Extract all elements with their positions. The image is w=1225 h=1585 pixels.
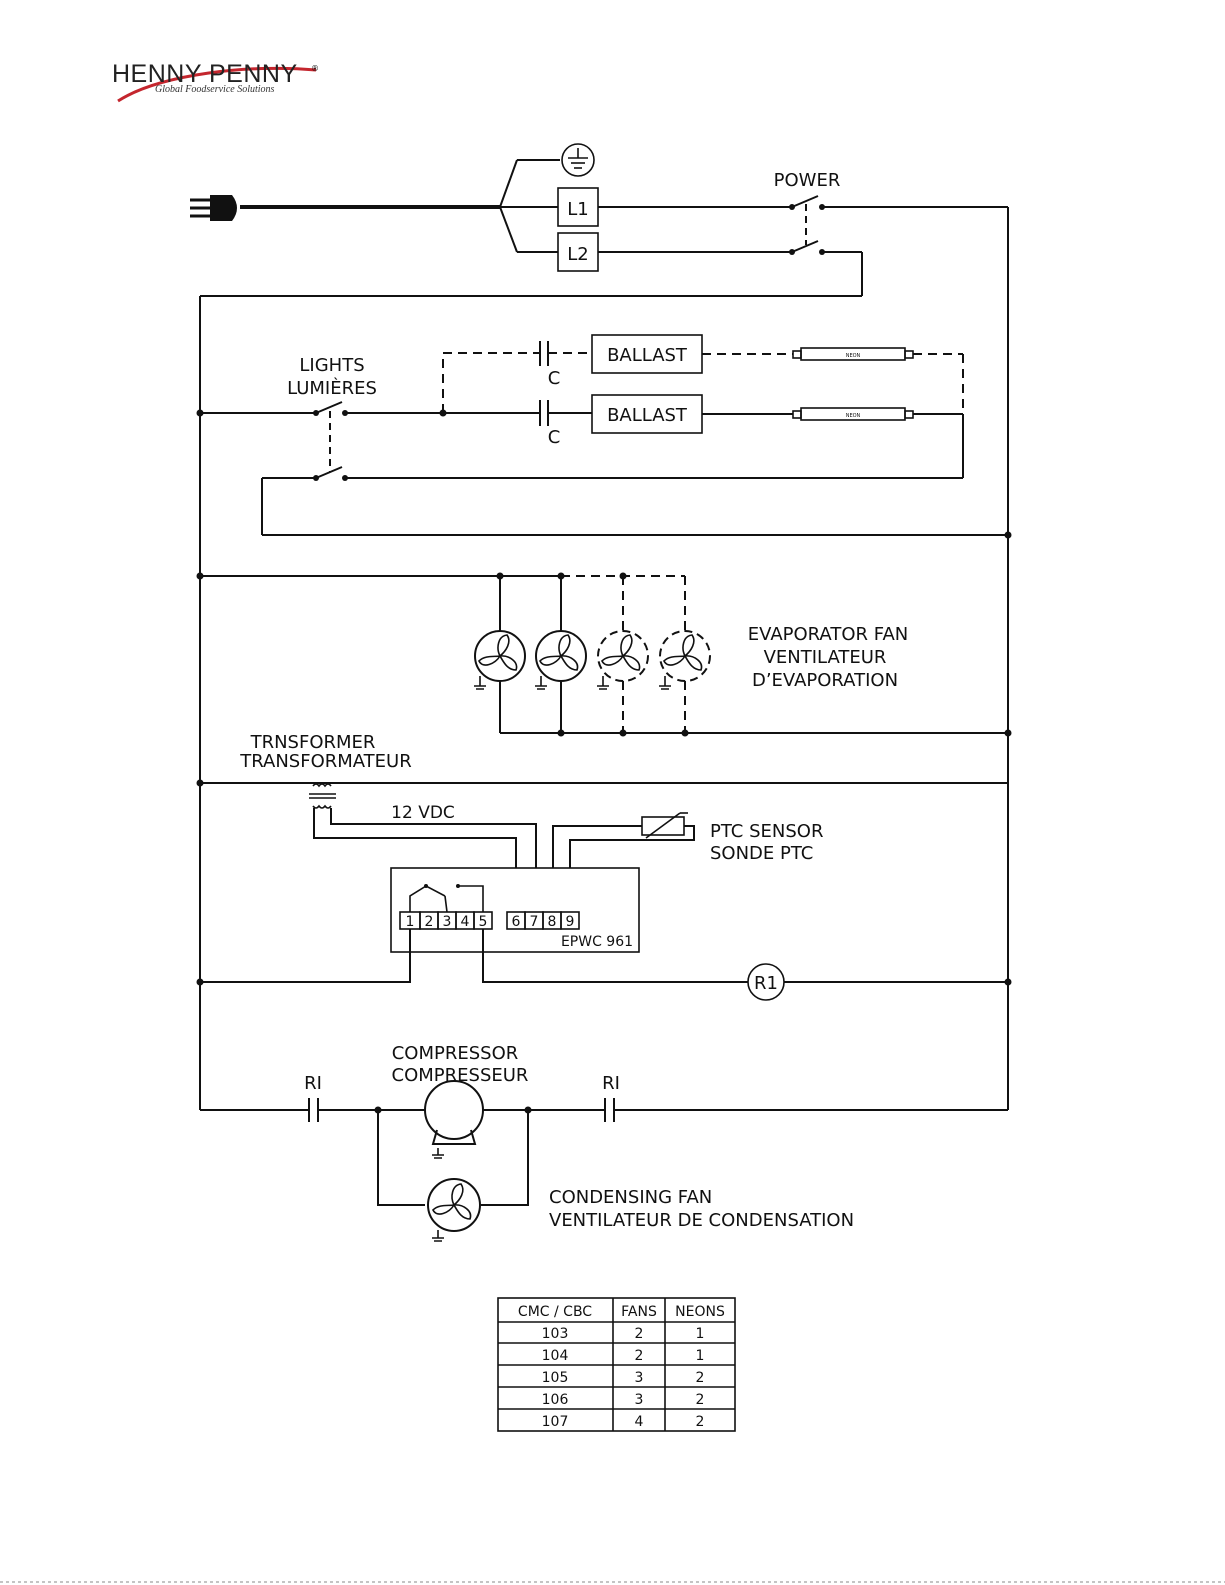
table-cell: 1 bbox=[696, 1326, 705, 1342]
condensing-fan-label: CONDENSING FAN bbox=[549, 1187, 712, 1208]
table-cell: 2 bbox=[635, 1326, 644, 1342]
power-switch-label: POWER bbox=[774, 170, 841, 191]
table-header-neons: NEONS bbox=[675, 1304, 725, 1320]
table-header-model: CMC / CBC bbox=[518, 1304, 592, 1320]
compressor-label-fr: COMPRESSEUR bbox=[392, 1065, 529, 1086]
evaporator-fan-1-icon bbox=[474, 630, 526, 682]
contact-label-right: RI bbox=[602, 1073, 620, 1094]
neon-tube-2: NEON bbox=[792, 407, 914, 421]
logo-tagline: Global Foodservice Solutions bbox=[155, 84, 275, 95]
capacitor-label-1: C bbox=[548, 368, 561, 389]
logo-registered: ® bbox=[311, 64, 319, 73]
power-supply: L1 L2 POWER bbox=[190, 143, 1009, 1110]
evaporator-fan-label-fr1: VENTILATEUR bbox=[764, 647, 887, 668]
lights-label: LIGHTS bbox=[299, 355, 364, 376]
ballast-2-label: BALLAST bbox=[607, 405, 688, 426]
capacitor-label-2: C bbox=[548, 427, 561, 448]
table-cell: 105 bbox=[542, 1370, 569, 1386]
l2-label: L2 bbox=[567, 244, 588, 265]
lumieres-label: LUMIÈRES bbox=[287, 377, 377, 399]
table-cell: 106 bbox=[542, 1392, 569, 1408]
table-cell: 2 bbox=[696, 1414, 705, 1430]
ballast-1-label: BALLAST bbox=[607, 345, 688, 366]
terminal-1: 1 bbox=[406, 914, 415, 930]
l2-terminal bbox=[557, 232, 599, 272]
terminal-3: 3 bbox=[443, 914, 452, 930]
terminal-4: 4 bbox=[461, 914, 470, 930]
table-cell: 4 bbox=[635, 1414, 644, 1430]
ptc-sensor-label: PTC SENSOR bbox=[710, 821, 823, 842]
neon-tube-2-label: NEON bbox=[846, 413, 861, 419]
terminal-8: 8 bbox=[548, 914, 557, 930]
transformer-label-fr: TRANSFORMATEUR bbox=[239, 751, 412, 772]
neon-tube-1: NEON bbox=[792, 347, 914, 361]
ptc-sensor-label-fr: SONDE PTC bbox=[710, 843, 813, 864]
l1-terminal bbox=[557, 187, 599, 227]
table-cell: 2 bbox=[696, 1370, 705, 1386]
l1-label: L1 bbox=[567, 199, 588, 220]
table-cell: 2 bbox=[635, 1348, 644, 1364]
lights-switch bbox=[313, 401, 348, 481]
compressor-label: COMPRESSOR bbox=[392, 1043, 519, 1064]
logo-brand: HENNY PENNY bbox=[112, 60, 298, 88]
transformer-icon bbox=[309, 783, 336, 809]
terminal-2: 2 bbox=[425, 914, 434, 930]
henny-penny-logo: HENNY PENNY ® Global Foodservice Solutio… bbox=[112, 60, 319, 103]
ground-icon bbox=[561, 143, 595, 177]
table-cell: 3 bbox=[635, 1392, 644, 1408]
epwc-controller bbox=[390, 867, 640, 953]
lights-circuit: LIGHTS LUMIÈRES C C BALLAST BALLAST bbox=[196, 334, 1012, 539]
terminal-5: 5 bbox=[479, 914, 488, 930]
terminal-7: 7 bbox=[530, 914, 539, 930]
controller-label: EPWC 961 bbox=[561, 934, 633, 950]
terminal-9: 9 bbox=[566, 914, 575, 930]
evaporator-fan-circuit: EVAPORATOR FAN VENTILATEUR D’EVAPORATION bbox=[196, 572, 1012, 737]
condensing-fan-label-fr: VENTILATEUR DE CONDENSATION bbox=[549, 1210, 854, 1231]
model-table: CMC / CBC FANS NEONS 103 2 1 104 2 1 105… bbox=[497, 1297, 736, 1432]
plug-icon bbox=[190, 195, 237, 221]
relay-r1: R1 bbox=[747, 963, 785, 1001]
table-cell: 103 bbox=[542, 1326, 569, 1342]
ptc-sensor-icon bbox=[641, 812, 688, 839]
evaporator-fan-3-icon bbox=[597, 630, 649, 682]
table-cell: 2 bbox=[696, 1392, 705, 1408]
relay-r1-label: R1 bbox=[754, 973, 778, 994]
compressor-icon bbox=[424, 1080, 484, 1159]
neon-tube-1-label: NEON bbox=[846, 353, 861, 359]
evaporator-fan-label-fr2: D’EVAPORATION bbox=[752, 670, 898, 691]
evaporator-fan-4-icon bbox=[659, 630, 711, 682]
contact-label-left: RI bbox=[304, 1073, 322, 1094]
compressor-circuit: COMPRESSOR COMPRESSEUR RI RI CONDENSING … bbox=[200, 1043, 1008, 1242]
controller-circuit: TRNSFORMER TRANSFORMATEUR 12 VDC PTC SEN… bbox=[196, 732, 1012, 1001]
vdc-label: 12 VDC bbox=[391, 803, 455, 823]
evaporator-fan-label: EVAPORATOR FAN bbox=[748, 624, 908, 645]
terminal-6: 6 bbox=[512, 914, 521, 930]
table-cell: 3 bbox=[635, 1370, 644, 1386]
evaporator-fan-2-icon bbox=[535, 630, 587, 682]
table-cell: 104 bbox=[542, 1348, 569, 1364]
table-cell: 1 bbox=[696, 1348, 705, 1364]
ballast-2 bbox=[591, 394, 703, 434]
table-cell: 107 bbox=[542, 1414, 569, 1430]
table-header-fans: FANS bbox=[621, 1304, 657, 1320]
condensing-fan-icon bbox=[427, 1178, 481, 1232]
power-switch bbox=[789, 195, 825, 255]
transformer-label: TRNSFORMER bbox=[250, 732, 376, 753]
